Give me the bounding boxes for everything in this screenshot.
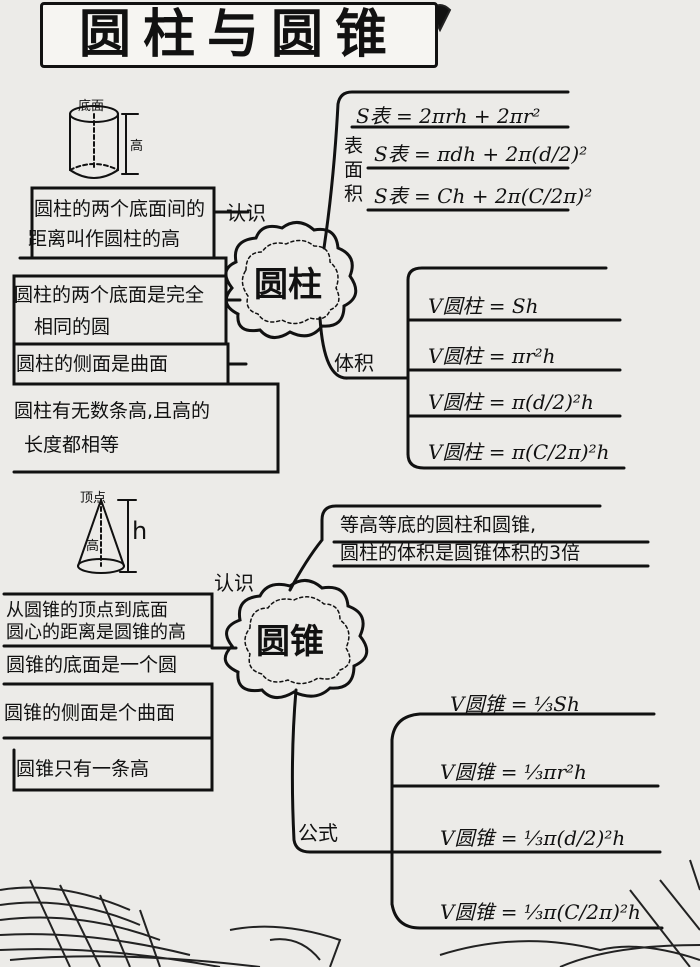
cylinder-volume-formula-3: V圆柱 = π(d/2)²h <box>428 390 594 414</box>
cone-volume-formula-4: V圆锥 = ⅓π(C/2π)²h <box>440 900 641 924</box>
surface-formula-1: S表 = 2πrh + 2πr² <box>356 104 541 128</box>
cone-apex-label: 顶点 <box>80 491 107 506</box>
cylinder-fact-4-line-1: 圆柱有无数条高,且高的 <box>14 400 211 422</box>
cylinder-cloud <box>224 221 358 339</box>
cone-relation-line-1: 等高等底的圆柱和圆锥, <box>340 514 537 536</box>
cone-fact-1-line-2: 圆心的距离是圆锥的高 <box>6 622 186 643</box>
cylinder-fact-3: 圆柱的侧面是曲面 <box>16 353 169 375</box>
cylinder-volume-formula-2: V圆柱 = πr²h <box>428 344 556 368</box>
page-title: 圆柱与圆锥 <box>78 5 399 65</box>
cylinder-center-label: 圆柱 <box>254 265 322 305</box>
cylinder-recognize-label: 认识 <box>226 201 266 225</box>
cylinder-base-label: 底面 <box>78 99 105 114</box>
cylinder-fact-2-line-1: 圆柱的两个底面是完全 <box>14 284 205 306</box>
cylinder-volume-formula-1: V圆柱 = Sh <box>428 294 539 318</box>
surface-formula-3: S表 = Ch + 2π(C/2π)² <box>374 184 593 208</box>
surface-formula-2: S表 = πdh + 2π(d/2)² <box>374 142 588 166</box>
cone-fact-1-line-1: 从圆锥的顶点到底面 <box>6 600 168 621</box>
cone-cloud <box>223 579 369 699</box>
cone-fact-3: 圆锥的侧面是个曲面 <box>4 702 176 724</box>
cone-height-label: 高 <box>86 539 100 554</box>
cone-formula-label: 公式 <box>298 821 338 845</box>
cone-recognize-label: 认识 <box>214 571 254 595</box>
cylinder-height-label: 高 <box>130 139 144 154</box>
decorative-hatching <box>0 4 700 967</box>
cone-volume-formula-2: V圆锥 = ⅓πr²h <box>440 760 587 784</box>
cone-fact-4: 圆锥只有一条高 <box>16 758 150 780</box>
cylinder-fact-1-line-2: 距离叫作圆柱的高 <box>28 228 181 250</box>
cylinder-fact-2-line-2: 相同的圆 <box>34 316 111 338</box>
cone-center-label: 圆锥 <box>256 622 324 662</box>
surface-area-label: 表面积 <box>344 135 364 205</box>
title-box: 圆柱与圆锥 <box>40 2 438 68</box>
cone-volume-formula-1: V圆锥 = ⅓Sh <box>450 692 580 716</box>
cylinder-volume-formula-4: V圆柱 = π(C/2π)²h <box>428 440 610 464</box>
cylinder-fact-4-line-2: 长度都相等 <box>24 434 120 456</box>
cylinder-drawing <box>69 105 139 179</box>
cone-relation-line-2: 圆柱的体积是圆锥体积的3倍 <box>340 542 581 564</box>
cone-h-label: h <box>132 517 148 545</box>
cone-fact-2: 圆锥的底面是一个圆 <box>6 654 178 676</box>
volume-label: 体积 <box>334 351 374 375</box>
cylinder-fact-1-line-1: 圆柱的两个底面间的 <box>34 198 206 220</box>
cone-drawing <box>77 499 137 574</box>
cone-volume-formula-3: V圆锥 = ⅓π(d/2)²h <box>440 826 626 850</box>
